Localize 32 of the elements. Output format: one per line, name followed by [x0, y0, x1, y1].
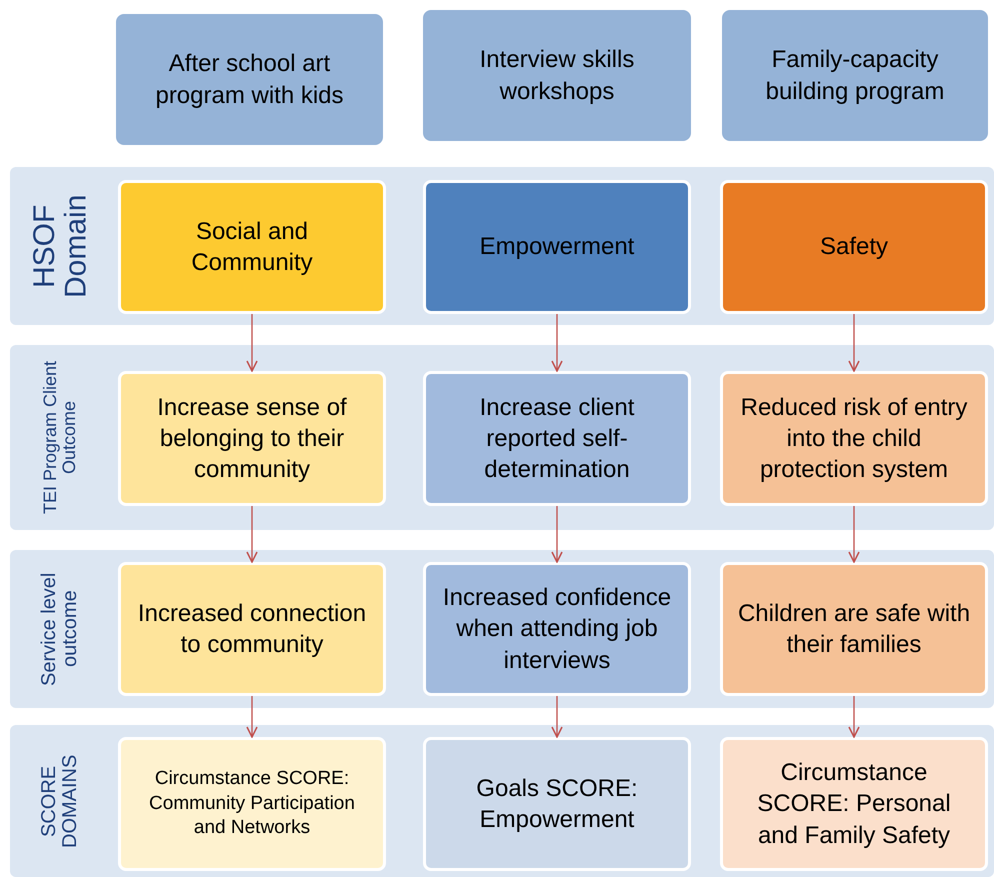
program-box: Family-capacity building program [722, 10, 988, 141]
outcome-box: Goals SCORE: Empowerment [423, 737, 691, 871]
arrow [246, 506, 258, 563]
arrow [551, 696, 563, 738]
arrow [848, 696, 860, 738]
row-band [10, 167, 994, 325]
row-heading: TEI Program Client Outcome [41, 360, 79, 516]
program-box: After school art program with kids [116, 14, 383, 145]
arrow [848, 314, 860, 372]
row-heading: HSOF Domain [28, 193, 92, 300]
outcome-box: Reduced risk of entry into the child protection system [720, 371, 988, 506]
arrow [246, 314, 258, 372]
arrow [551, 314, 563, 372]
outcome-box: Empowerment [423, 180, 691, 314]
outcome-box: Safety [720, 180, 988, 314]
row-band [10, 725, 994, 877]
outcome-box: Increased connection to community [118, 562, 386, 696]
arrow [246, 696, 258, 738]
outcome-box: Circumstance SCORE: Community Participation and Networks [118, 737, 386, 871]
row-band [10, 550, 994, 708]
outcome-box: Increase sense of belonging to their community [118, 371, 386, 506]
outcome-box: Circumstance SCORE: Personal and Family Safety [720, 737, 988, 871]
outcome-box: Social and Community [118, 180, 386, 314]
outcome-box: Increase client reported self-determination [423, 371, 691, 506]
row-heading: Service level outcome [39, 571, 81, 688]
outcome-box: Children are safe with their families [720, 562, 988, 696]
row-band [10, 345, 994, 530]
arrow [551, 506, 563, 563]
arrow [848, 506, 860, 563]
outcome-box: Increased confidence when attending job interviews [423, 562, 691, 696]
row-heading: SCORE DOMAINS [39, 753, 81, 850]
program-box: Interview skills workshops [423, 10, 691, 141]
